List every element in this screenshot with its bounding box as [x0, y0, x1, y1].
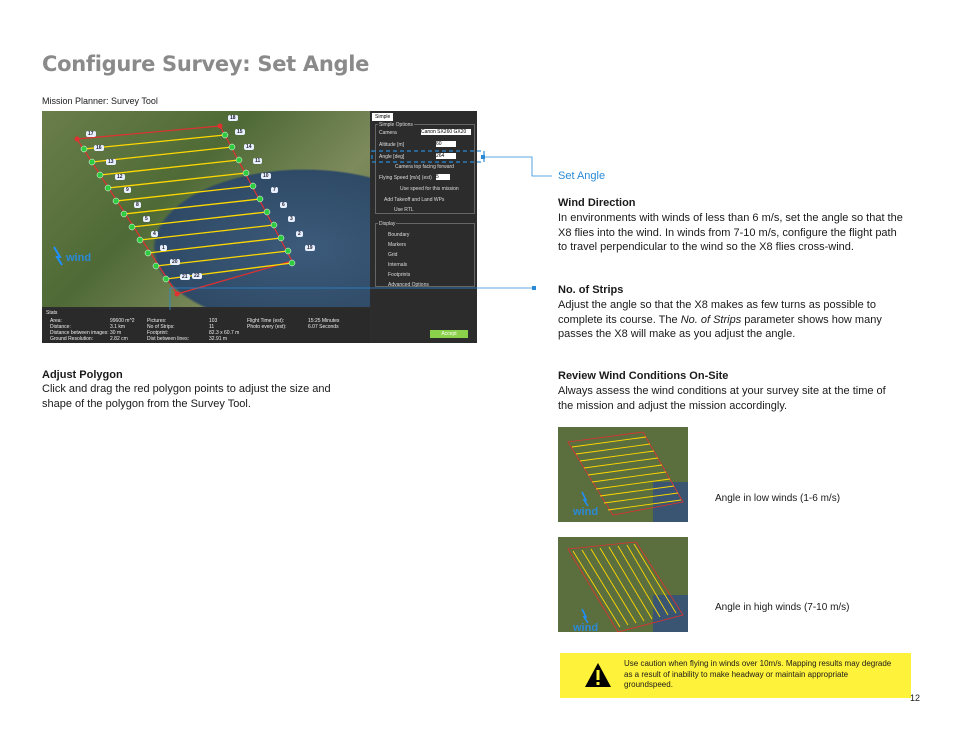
low-winds-wind-label: wind	[572, 506, 598, 518]
stat-label: Ground Resolution:	[50, 336, 94, 342]
waypoint-label[interactable]: 22	[192, 273, 202, 279]
high-winds-thumbnail: wind	[558, 537, 688, 632]
flying-speed-label: Flying Speed [m/s] (est)	[379, 175, 432, 181]
waypoint-label[interactable]: 7	[271, 187, 278, 193]
strips-body-text: parameter shows how many passes the X8 w…	[558, 313, 882, 341]
stats-label: Stats	[46, 310, 58, 316]
stat-label: Flight Time (est):	[247, 318, 285, 324]
survey-grid	[53, 123, 296, 297]
stat-label: Photo every (est):	[247, 324, 287, 330]
low-winds-caption: Angle in low winds (1-6 m/s)	[715, 493, 841, 504]
waypoint-label[interactable]: 2	[296, 231, 303, 237]
wind-label: wind	[66, 252, 92, 264]
waypoint-label[interactable]: 21	[180, 274, 190, 280]
strips-body-text: Adjust the angle so that the X8 makes as…	[558, 299, 876, 326]
survey-options-panel: Simple Simple Options Camera Canon SX260…	[372, 111, 477, 343]
tab-simple[interactable]: Simple	[372, 113, 394, 121]
camera-top-facing-checkbox[interactable]: Camera top facing forward	[395, 164, 454, 170]
camera-select[interactable]: Canon SX260 GX20	[421, 129, 471, 135]
display-label: Display	[378, 221, 397, 227]
waypoint-label[interactable]: 6	[280, 202, 287, 208]
strips-heading: No. of Strips	[558, 284, 624, 296]
display-boundary-checkbox[interactable]: Boundary	[388, 232, 410, 238]
strips-emphasis: No. of Strips	[680, 313, 742, 326]
warning-callout: Use caution when flying in winds over 10…	[560, 653, 911, 698]
high-winds-caption: Angle in high winds (7-10 m/s)	[715, 602, 850, 613]
waypoint-label[interactable]: 17	[86, 131, 96, 137]
simple-options-label: Simple Options	[378, 122, 414, 128]
waypoint-label[interactable]: 18	[228, 115, 238, 121]
angle-label: Angle [deg]	[379, 154, 405, 160]
use-speed-checkbox[interactable]: Use speed for this mission	[400, 186, 459, 192]
stat-label: Pictures:	[147, 318, 167, 324]
stat-value: 103	[209, 318, 218, 324]
stat-label: Distance:	[50, 324, 71, 330]
advanced-options-checkbox[interactable]: Advanced Options	[388, 282, 429, 288]
stat-value: 15:25 Minutes	[308, 318, 340, 324]
waypoint-label[interactable]: 5	[143, 216, 150, 222]
low-winds-thumbnail: wind	[558, 427, 688, 522]
satellite-map: 18 17 15 16 14 13 11 12 10 9 7 8 6 5 3 4…	[42, 111, 370, 307]
waypoint-label[interactable]: 13	[106, 159, 116, 165]
survey-tool-screenshot: 18 17 15 16 14 13 11 12 10 9 7 8 6 5 3 4…	[42, 111, 477, 343]
page-number: 12	[910, 693, 921, 703]
stat-value: 30 m	[110, 330, 122, 336]
waypoint-label[interactable]: 15	[235, 129, 245, 135]
waypoint-label[interactable]: 19	[305, 245, 315, 251]
use-rtl-checkbox[interactable]: Use RTL	[394, 207, 414, 213]
stat-value: 6.07 Seconds	[308, 324, 339, 330]
display-grid-checkbox[interactable]: Grid	[388, 252, 398, 258]
page-title: Configure Survey: Set Angle	[42, 52, 370, 76]
altitude-input[interactable]: 60	[436, 141, 456, 147]
flying-speed-input[interactable]: 5	[436, 174, 450, 180]
waypoint-label[interactable]: 1	[160, 245, 167, 251]
adjust-polygon-body: Click and drag the red polygon points to…	[42, 383, 331, 410]
wind-direction-heading: Wind Direction	[558, 197, 636, 209]
display-internals-checkbox[interactable]: Internals	[388, 262, 408, 268]
waypoint-label[interactable]: 11	[253, 158, 263, 164]
stat-label: Footprint:	[147, 330, 169, 336]
stat-label: No of Strips:	[147, 324, 175, 330]
set-angle-callout: Set Angle	[558, 170, 606, 182]
stat-value: 3.1 km	[110, 324, 126, 330]
waypoint-label[interactable]: 4	[151, 231, 158, 237]
add-takeoff-checkbox[interactable]: Add Takeoff and Land WPs	[384, 197, 445, 203]
stat-label: Dist between lines:	[147, 336, 189, 342]
display-markers-checkbox[interactable]: Markers	[388, 242, 407, 248]
high-winds-map: wind	[558, 537, 688, 632]
stat-label: Area:	[50, 318, 62, 324]
camera-label: Camera	[379, 130, 397, 136]
figure-caption: Mission Planner: Survey Tool	[42, 96, 158, 106]
waypoint-label[interactable]: 3	[288, 216, 295, 222]
stat-value: 11	[209, 324, 215, 330]
wind-direction-body: In environments with winds of less than …	[558, 212, 903, 253]
warning-text: Use caution when flying in winds over 10…	[624, 659, 892, 689]
accept-button[interactable]: Accept	[430, 330, 468, 338]
waypoint-label[interactable]: 10	[261, 173, 271, 179]
waypoint-label[interactable]: 14	[244, 144, 254, 150]
waypoint-label[interactable]: 16	[94, 145, 104, 151]
low-winds-map: wind	[558, 427, 688, 522]
waypoint-label[interactable]: 8	[134, 202, 141, 208]
waypoint-label[interactable]: 12	[115, 174, 125, 180]
waypoint-label[interactable]: 9	[124, 187, 131, 193]
warning-triangle-icon	[585, 663, 611, 687]
angle-input[interactable]: 264	[436, 153, 456, 159]
strips-body: Adjust the angle so that the X8 makes as…	[558, 298, 903, 342]
review-heading: Review Wind Conditions On-Site	[558, 370, 729, 382]
waypoint-label[interactable]: 20	[170, 259, 180, 265]
adjust-polygon-heading: Adjust Polygon	[42, 369, 123, 381]
stat-value: 82.3 x 60.7 m	[209, 330, 240, 336]
stat-value: 2.82 cm	[110, 336, 128, 342]
stats-panel: Stats Area: Distance: Distance between i…	[42, 309, 370, 343]
altitude-label: Altitude [m]	[379, 142, 405, 148]
display-footprints-checkbox[interactable]: Footprints	[388, 272, 411, 278]
high-winds-wind-label: wind	[572, 622, 598, 632]
stat-label: Distance between images:	[50, 330, 109, 336]
stat-value: 99600 m^2	[110, 318, 135, 324]
stat-value: 32.91 m	[209, 336, 228, 342]
review-body: Always assess the wind conditions at you…	[558, 385, 886, 412]
